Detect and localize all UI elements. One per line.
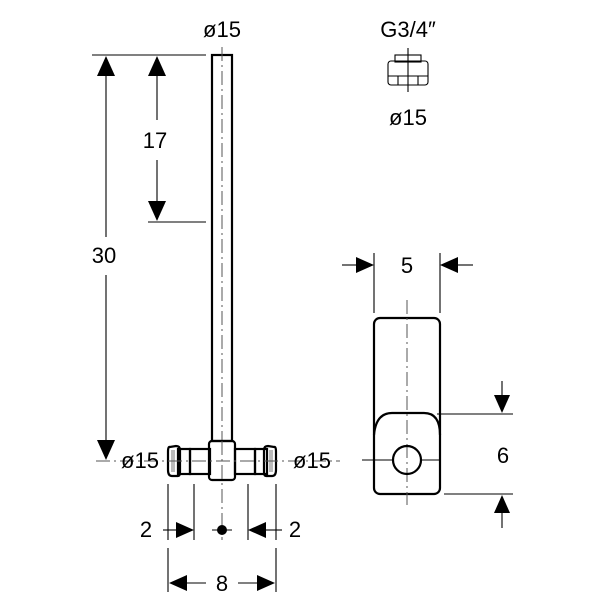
pipe-top-diameter-label: ø15 xyxy=(203,17,241,42)
tee-right-diameter-label: ø15 xyxy=(293,448,331,473)
connector-diameter-label: ø15 xyxy=(389,105,427,130)
dim-total-height-label: 30 xyxy=(92,243,116,268)
dim-tee-width-label: 8 xyxy=(216,571,228,596)
dim-side-height-label: 6 xyxy=(497,443,509,468)
connector-nut-icon xyxy=(387,48,429,92)
side-body-bracket xyxy=(372,411,442,436)
dimension-17: 17 xyxy=(143,56,206,223)
dim-side-width-label: 5 xyxy=(401,253,413,278)
dim-upper-height-label: 17 xyxy=(143,128,167,153)
dim-right-offset-label: 2 xyxy=(289,517,301,542)
top-view: G3/4″ ø15 xyxy=(380,17,436,130)
main-view: ø15 ø15 ø15 xyxy=(92,17,340,596)
dimension-30: 30 xyxy=(92,54,206,460)
dimension-2-left: 2 xyxy=(140,517,194,542)
thread-size-label: G3/4″ xyxy=(380,17,436,42)
dimension-6: 6 xyxy=(437,381,513,528)
dimension-8: 8 xyxy=(169,571,275,596)
side-view: 5 6 xyxy=(342,253,513,528)
center-point-marker xyxy=(217,525,227,535)
tee-left-diameter-label: ø15 xyxy=(121,448,159,473)
dimension-2-right: 2 xyxy=(248,517,301,542)
dimension-5: 5 xyxy=(342,253,473,313)
dim-left-offset-label: 2 xyxy=(140,517,152,542)
